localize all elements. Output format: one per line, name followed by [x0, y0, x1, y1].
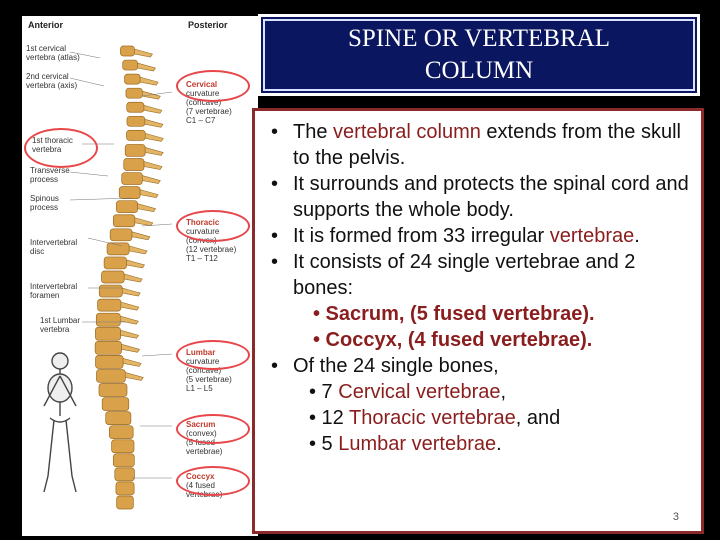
vertebra-body: [109, 425, 134, 440]
vertebra-body: [98, 284, 123, 298]
vertebra-body: [96, 369, 126, 383]
highlight-vertebrae: vertebrae: [549, 225, 635, 247]
spinous-process: [128, 245, 148, 255]
label-first-lumbar: 1st Lumbar vertebra: [40, 316, 81, 334]
spinous-process: [122, 357, 142, 367]
spinous-process: [123, 273, 143, 283]
vertebra-body: [116, 200, 138, 214]
spinous-process: [144, 132, 164, 142]
vertebra-body: [116, 495, 134, 510]
spine-illustration: [43, 45, 173, 510]
bullet-2: •It surrounds and protects the spinal co…: [271, 173, 689, 221]
spinous-process: [131, 231, 151, 241]
vertebra-body: [126, 130, 146, 141]
sub-bullet-sacrum: • Sacrum, (5 fused vertebrae).: [313, 303, 595, 325]
vertebra-body: [114, 467, 135, 482]
vertebra-body: [103, 256, 127, 270]
vertebra-body: [123, 158, 145, 171]
vertebra-body: [115, 481, 135, 496]
vertebra-body: [122, 59, 138, 71]
bullet-list: •The vertebral column extends from the s…: [261, 119, 695, 457]
sub-bullet-thoracic: • 12 Thoracic vertebrae, and: [309, 407, 561, 429]
vertebra-body: [95, 312, 121, 327]
spine-anatomy-figure: Anterior Posterior: [22, 16, 258, 536]
vertebra-body: [106, 242, 130, 256]
spinous-process: [142, 175, 161, 184]
page-number: 3: [672, 511, 679, 523]
cervical-highlight-circle: [176, 70, 250, 102]
coccyx-highlight-circle: [176, 466, 250, 496]
slide-title: SPINE OR VERTEBRAL COLUMN: [348, 25, 610, 84]
skeleton-icon: [43, 352, 77, 493]
vertebra-body: [124, 73, 141, 85]
sub-bullet-lumbar: • 5 Lumbar vertebrae.: [309, 433, 502, 455]
vertebra-body: [126, 101, 145, 113]
vertebra-body: [124, 144, 146, 157]
bullet-3: •It is formed from 33 irregular vertebra…: [271, 225, 640, 247]
vertebra-body: [95, 355, 124, 369]
label-second-cervical: 2nd cervical vertebra (axis): [26, 72, 78, 90]
label-intervertebral-disc: Intervertebral disc: [30, 238, 78, 256]
vertebra-body: [126, 115, 146, 127]
vertebra-body: [105, 411, 132, 425]
vertebra-body: [95, 326, 121, 341]
spinous-process: [120, 315, 139, 325]
vertebra-body: [121, 172, 143, 185]
content-box: •The vertebral column extends from the s…: [252, 108, 704, 534]
spinous-process: [120, 329, 140, 339]
vertebra-body: [118, 186, 141, 199]
spinous-process: [121, 343, 141, 353]
vertebra-body: [94, 340, 122, 355]
vertebra-body: [97, 298, 122, 312]
posterior-label: Posterior: [188, 20, 228, 30]
spinous-process: [134, 48, 153, 58]
thoracic-highlight-circle: [24, 128, 98, 168]
spinous-process: [137, 203, 157, 213]
label-transverse-process: Transverse process: [30, 166, 70, 184]
title-box: SPINE OR VERTEBRAL COLUMN: [258, 14, 700, 96]
vertebra-body: [98, 383, 128, 397]
label-intervertebral-foramen: Intervertebral foramen: [30, 282, 78, 300]
lumbar-highlight-circle: [176, 340, 250, 370]
thoracic-curvature-highlight-circle: [176, 210, 250, 242]
spinous-process: [126, 259, 145, 269]
sub-bullet-cervical: • 7 Cervical vertebrae,: [309, 381, 507, 403]
spinous-process: [144, 147, 164, 156]
spinous-process: [142, 90, 161, 100]
vertebra-body: [111, 439, 135, 454]
anterior-label: Anterior: [28, 20, 64, 30]
sacrum-highlight-circle: [176, 414, 250, 444]
label-spinous-process: Spinous process: [30, 194, 59, 212]
spinous-process: [120, 301, 140, 311]
spinous-process: [143, 104, 163, 114]
spinous-process: [124, 372, 144, 381]
vertebra-body: [112, 214, 136, 228]
vertebra-body: [101, 270, 125, 284]
bullet-1: •The vertebral column extends from the s…: [271, 121, 681, 169]
label-first-cervical: 1st cervical vertebra (atlas): [26, 44, 80, 62]
vertebra-body: [109, 228, 133, 242]
spinous-process: [143, 161, 163, 170]
vertebra-body: [125, 87, 143, 99]
vertebra-body: [120, 45, 135, 57]
spinous-process: [139, 189, 159, 198]
spinous-process: [144, 118, 164, 128]
highlight-vertebral-column: vertebral column: [333, 121, 481, 143]
bullet-5: •Of the 24 single bones,: [271, 355, 499, 377]
spinous-process: [137, 62, 156, 72]
vertebra-body: [101, 397, 130, 411]
vertebra-body: [112, 453, 135, 468]
sub-bullet-coccyx: • Coccyx, (4 fused vertebrae).: [313, 329, 593, 351]
spinous-process: [139, 76, 159, 86]
spinous-process: [134, 217, 154, 227]
spinous-process: [121, 287, 141, 297]
bullet-4: •It consists of 24 single vertebrae and …: [271, 251, 636, 299]
